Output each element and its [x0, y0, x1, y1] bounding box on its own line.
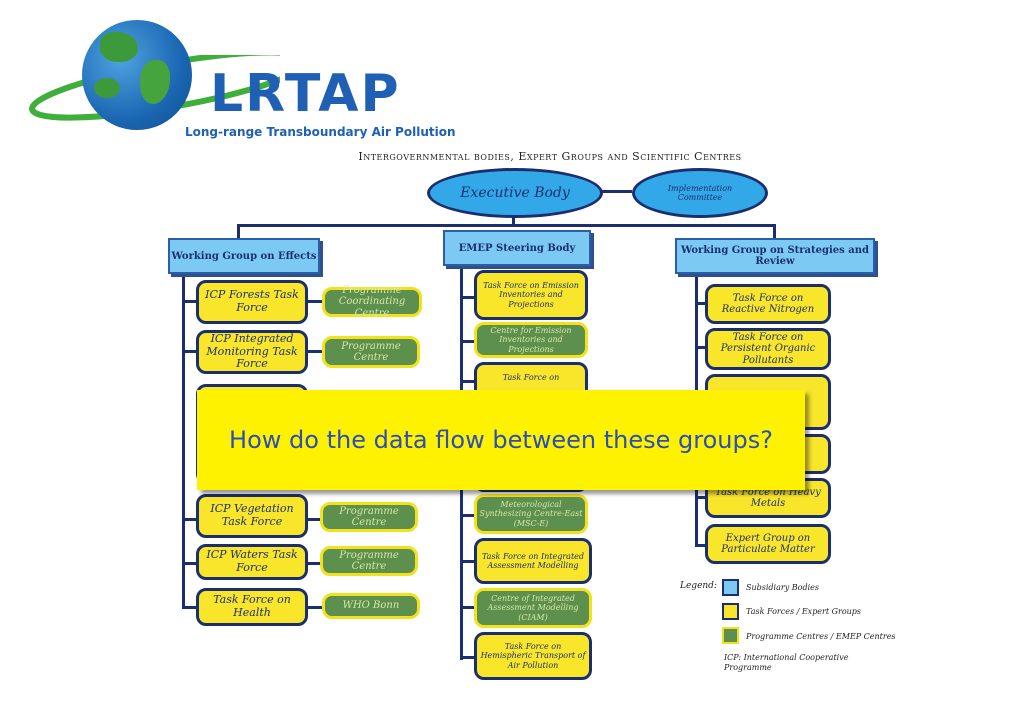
task-force-box: Task Force on Reactive Nitrogen: [705, 284, 831, 324]
task-force-box: Task Force on Emission Inventories and P…: [474, 270, 588, 320]
task-force-box: Task Force on Integrated Assessment Mode…: [474, 538, 592, 584]
connector-line: [460, 296, 476, 299]
task-force-box: ICP Waters Task Force: [196, 544, 308, 580]
legend-title: Legend:: [680, 581, 717, 591]
implementation-committee-node: Implementation Committee: [632, 168, 768, 218]
emep-centre-box: Centre for Emission Inventories and Proj…: [474, 322, 588, 358]
emep-centre-box: Meteorological Synthesizing Centre-East …: [474, 494, 588, 534]
legend-swatch-subsidiary: [722, 579, 739, 596]
programme-centre-box: WHO Bonn: [322, 593, 420, 619]
logo-subtitle: Long-range Transboundary Air Pollution: [185, 125, 456, 139]
globe-icon: [82, 20, 192, 130]
programme-centre-box: Programme Centre: [322, 336, 420, 368]
task-force-box: ICP Vegetation Task Force: [196, 494, 308, 538]
task-force-box: Task Force on Health: [196, 588, 308, 626]
question-overlay: How do the data flow between these group…: [197, 390, 805, 490]
task-force-box: ICP Integrated Monitoring Task Force: [196, 330, 308, 374]
connector-line: [306, 562, 324, 565]
connector-line: [182, 300, 200, 303]
task-force-box: Expert Group on Particulate Matter: [705, 524, 831, 564]
connector-line: [460, 340, 476, 343]
connector-line: [306, 350, 326, 353]
connector-line: [182, 350, 200, 353]
connector-line: [460, 656, 476, 659]
legend-swatch-centres: [722, 627, 739, 644]
lrtap-logo: LRTAP Long-range Transboundary Air Pollu…: [0, 0, 480, 145]
connector-line: [512, 214, 515, 226]
connector-line: [306, 300, 326, 303]
emep-centre-box: Centre of Integrated Assessment Modellin…: [474, 588, 592, 628]
connector-line: [306, 518, 324, 521]
connector-line: [600, 190, 632, 193]
emep-steering-body: EMEP Steering Body: [443, 230, 591, 266]
connector-line: [460, 606, 476, 609]
task-force-box: ICP Forests Task Force: [196, 280, 308, 324]
connector-line: [695, 544, 707, 547]
connector-line: [460, 560, 476, 563]
connector-line: [695, 346, 707, 349]
working-group-effects: Working Group on Effects: [168, 238, 320, 274]
connector-line: [460, 380, 476, 383]
connector-line: [695, 302, 707, 305]
connector-line: [306, 606, 324, 609]
logo-title: LRTAP: [210, 64, 401, 124]
connector-line: [460, 514, 476, 517]
programme-centre-box: Programme Centre: [320, 546, 418, 576]
connector-line: [182, 518, 200, 521]
connector-line: [773, 224, 776, 238]
chart-header: Intergovernmental bodies, Expert Groups …: [358, 150, 742, 163]
connector-line: [237, 224, 240, 238]
programme-centre-box: Programme Coordinating Centre: [322, 285, 422, 319]
task-force-box: Task Force on Hemispheric Transport of A…: [474, 632, 592, 680]
working-group-strategies: Working Group on Strategies and Review: [675, 238, 875, 274]
programme-centre-box: Programme Centre: [320, 502, 418, 532]
legend-label-centres: Programme Centres / EMEP Centres: [746, 632, 896, 641]
connector-line: [695, 496, 707, 499]
legend-swatch-task-forces: [722, 603, 739, 620]
legend-label-task-forces: Task Forces / Expert Groups: [746, 607, 862, 616]
task-force-box: Task Force on Persistent Organic Polluta…: [705, 328, 831, 370]
connector-line: [237, 224, 775, 227]
legend-label-subsidiary: Subsidiary Bodies: [746, 583, 819, 592]
connector-line: [182, 606, 200, 609]
connector-line: [182, 272, 185, 608]
legend-icp-note: ICP: International Cooperative Programme: [724, 653, 849, 673]
executive-body-node: Executive Body: [427, 168, 603, 218]
connector-line: [182, 562, 200, 565]
